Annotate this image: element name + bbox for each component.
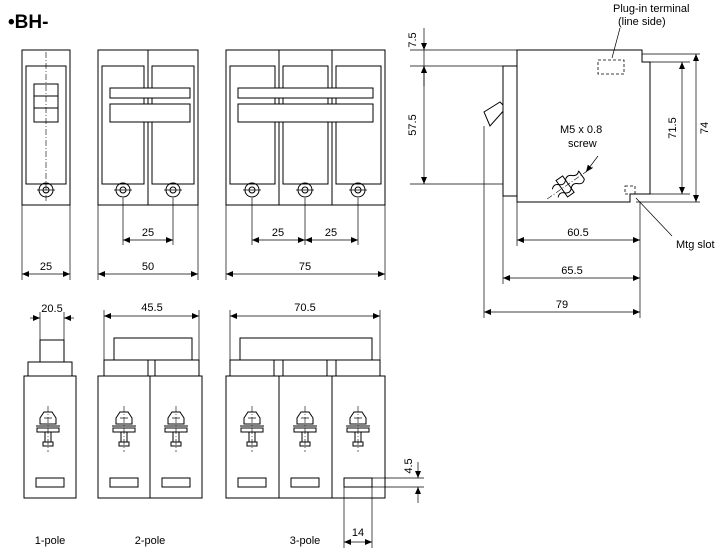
rear-view-3-pole	[225, 337, 386, 499]
dim-side-57-5: 57.5	[407, 114, 419, 135]
dim-side-7-5: 7.5	[407, 32, 419, 47]
rear-view-2-pole	[97, 337, 203, 499]
label-screw-size: M5 x 0.8	[560, 124, 602, 136]
pitch-dimensions	[122, 198, 359, 245]
label-plug-in-terminal: Plug-in terminal	[613, 3, 689, 15]
side-view	[483, 27, 673, 237]
front-view-2-pole	[97, 49, 199, 206]
caption-3-pole: 3-pole	[290, 535, 321, 547]
dim-slot-width: 14	[352, 527, 364, 539]
dim-side-71-5: 71.5	[667, 117, 679, 138]
dim-width-1pole: 25	[40, 261, 52, 273]
label-mtg-slot: Mtg slot	[676, 239, 715, 251]
dim-depth-1pole: 20.5	[41, 303, 62, 315]
caption-1-pole: 1-pole	[35, 535, 66, 547]
dim-depth-2pole: 45.5	[141, 302, 162, 314]
side-vertical-dimensions	[410, 28, 700, 203]
label-screw: screw	[568, 138, 597, 150]
dim-width-2pole: 50	[142, 261, 154, 273]
width-dimensions	[21, 205, 386, 280]
dim-side-65-5: 65.5	[561, 265, 582, 277]
dim-side-79: 79	[556, 299, 568, 311]
dim-width-3pole: 75	[299, 261, 311, 273]
dim-pitch-3pole-a: 25	[272, 227, 284, 239]
dim-pitch-3pole-b: 25	[325, 227, 337, 239]
dim-side-60-5: 60.5	[567, 227, 588, 239]
drawing-title: •BH-	[8, 12, 48, 33]
front-view-3-pole	[225, 49, 386, 206]
rear-depth-dimensions	[30, 310, 381, 360]
front-view-1-pole	[21, 49, 71, 206]
side-horizontal-dimensions	[483, 126, 641, 318]
slot-dimensions	[343, 462, 424, 548]
caption-2-pole: 2-pole	[135, 535, 166, 547]
dim-side-74: 74	[699, 122, 711, 134]
dim-slot-height: 4.5	[403, 458, 415, 473]
dim-pitch-2pole: 25	[142, 227, 154, 239]
label-line-side: (line side)	[618, 16, 666, 28]
dim-depth-3pole: 70.5	[294, 302, 315, 314]
rear-view-1-pole	[23, 339, 77, 499]
